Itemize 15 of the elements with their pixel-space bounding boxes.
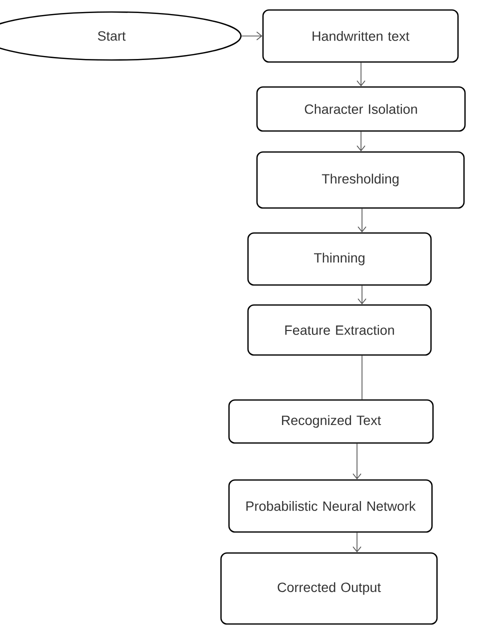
arrow xyxy=(352,443,362,480)
process-box: Feature Extraction xyxy=(247,304,432,356)
process-box: Thresholding xyxy=(256,151,465,209)
process-box: Recognized Text xyxy=(228,399,434,444)
arrow xyxy=(356,62,366,86)
process-box: Corrected Output xyxy=(220,552,438,625)
arrow xyxy=(241,32,262,40)
arrow xyxy=(358,208,366,232)
process-box: Thinning xyxy=(247,232,432,286)
arrow xyxy=(358,285,366,304)
process-box: Probabilistic Neural Network xyxy=(228,479,433,533)
arrow xyxy=(352,532,362,552)
process-box: Handwritten text xyxy=(262,9,459,63)
arrow xyxy=(356,131,366,152)
process-box: Character Isolation xyxy=(256,86,466,132)
